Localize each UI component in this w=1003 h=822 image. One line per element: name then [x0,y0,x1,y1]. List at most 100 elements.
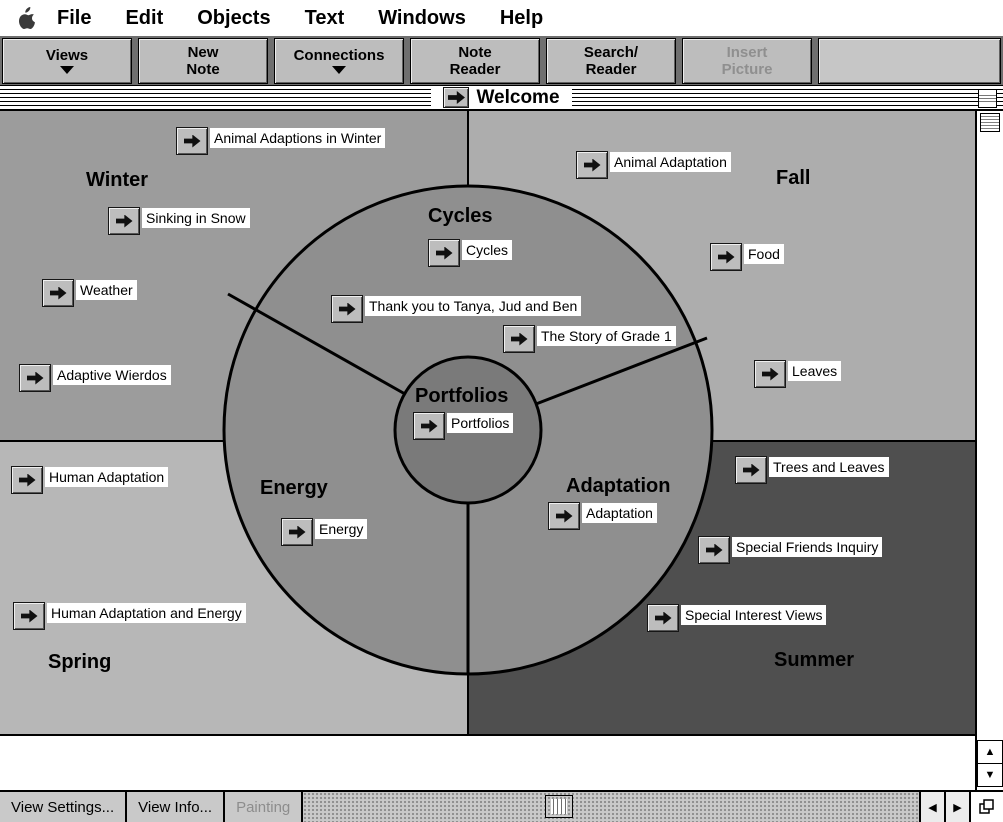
grow-box[interactable] [971,792,1003,822]
new-note-label-line1: New [187,43,219,61]
note-arrow-icon[interactable] [710,243,742,271]
view-canvas[interactable]: Winter Fall Cycles Portfolios Energy Ada… [0,111,975,736]
note-arrow-icon[interactable] [19,364,51,392]
note-label[interactable]: Human Adaptation [45,467,169,487]
note-weather[interactable]: Weather [42,279,137,307]
note-special-friends-inquiry[interactable]: Special Friends Inquiry [698,536,883,564]
note-label[interactable]: Sinking in Snow [142,208,250,228]
note-arrow-icon[interactable] [548,502,580,530]
note-label[interactable]: Special Friends Inquiry [732,537,883,557]
note-leaves[interactable]: Leaves [754,360,842,388]
scroll-down-button[interactable]: ▼ [977,763,1003,787]
note-reader-label-line2: Reader [449,60,501,78]
note-reader-label-line1: Note [458,43,492,61]
region-label-fall: Fall [776,167,811,189]
note-portfolios[interactable]: Portfolios [413,412,514,440]
view-settings-button[interactable]: View Settings... [0,792,128,822]
note-energy[interactable]: Energy [281,518,368,546]
note-cycles[interactable]: Cycles [428,239,513,267]
note-animal-adaptation[interactable]: Animal Adaptation [576,151,731,179]
vertical-scrollbar-thumb[interactable] [980,113,1000,132]
sector-divider-right [535,336,708,406]
menu-windows[interactable]: Windows [378,6,466,29]
toolbar-filler-panel [818,37,1001,84]
note-label[interactable]: Portfolios [447,413,514,433]
note-label[interactable]: Special Interest Views [681,605,827,625]
resize-icon [979,799,994,814]
note-label[interactable]: Leaves [788,361,842,381]
note-label[interactable]: Adaptation [582,503,657,523]
note-label[interactable]: Animal Adaptation [610,152,731,172]
note-arrow-icon[interactable] [503,325,535,353]
note-animal-adaptions-in-winter[interactable]: Animal Adaptions in Winter [176,127,386,155]
note-label[interactable]: Energy [315,519,368,539]
note-arrow-icon[interactable] [647,604,679,632]
views-button-label: Views [45,47,89,64]
note-arrow-icon[interactable] [13,602,45,630]
note-arrow-icon[interactable] [42,279,74,307]
view-info-button[interactable]: View Info... [127,792,226,822]
note-trees-and-leaves[interactable]: Trees and Leaves [735,456,889,484]
note-arrow-icon[interactable] [108,207,140,235]
region-label-spring: Spring [48,651,112,673]
region-label-energy: Energy [260,477,328,499]
horizontal-scrollbar-track[interactable] [303,792,921,822]
note-label[interactable]: Human Adaptation and Energy [47,603,246,623]
note-label[interactable]: Trees and Leaves [769,457,889,477]
note-sinking-in-snow[interactable]: Sinking in Snow [108,207,250,235]
insert-picture-button[interactable]: Insert Picture [682,37,812,84]
note-arrow-icon[interactable] [281,518,313,546]
horizontal-scrollbar-thumb[interactable] [545,795,574,818]
note-arrow-icon[interactable] [176,127,208,155]
note-special-interest-views[interactable]: Special Interest Views [647,604,827,632]
note-arrow-icon[interactable] [754,360,786,388]
menu-edit[interactable]: Edit [125,6,164,29]
note-arrow-icon[interactable] [698,536,730,564]
note-food[interactable]: Food [710,243,784,271]
note-arrow-icon[interactable] [331,295,363,323]
note-label[interactable]: Animal Adaptions in Winter [210,128,386,148]
region-label-summer: Summer [774,649,855,671]
note-human-adaptation-and-energy[interactable]: Human Adaptation and Energy [13,602,246,630]
note-label[interactable]: Adaptive Wierdos [53,365,171,385]
menu-help[interactable]: Help [499,6,544,29]
insert-picture-label-line1: Insert [726,43,768,61]
scroll-left-button[interactable]: ◀ [921,792,946,822]
sector-divider-left [227,292,406,396]
new-note-button[interactable]: New Note [138,37,268,84]
window-title: Welcome [476,86,560,108]
note-label[interactable]: Thank you to Tanya, Jud and Ben [365,296,582,316]
note-arrow-icon[interactable] [735,456,767,484]
note-label[interactable]: Food [744,244,784,264]
note-label[interactable]: The Story of Grade 1 [537,326,676,346]
toolbar: Views New Note Connections Note Reader S… [0,36,1003,86]
note-arrow-icon[interactable] [576,151,608,179]
apple-menu-icon[interactable] [16,6,36,30]
region-label-cycles: Cycles [428,205,493,227]
note-label[interactable]: Weather [76,280,137,300]
menu-file[interactable]: File [57,6,92,29]
windowshade-box[interactable] [978,89,997,108]
note-reader-button[interactable]: Note Reader [410,37,540,84]
note-adaptive-wierdos[interactable]: Adaptive Wierdos [19,364,171,392]
vertical-scrollbar[interactable]: ▲ ▼ [975,111,1003,790]
insert-picture-label-line2: Picture [721,60,773,78]
scroll-up-button[interactable]: ▲ [977,740,1003,764]
note-adaptation[interactable]: Adaptation [548,502,657,530]
search-reader-button[interactable]: Search/ Reader [546,37,676,84]
views-button[interactable]: Views [2,37,132,84]
connections-button[interactable]: Connections [274,37,404,84]
note-arrow-icon[interactable] [428,239,460,267]
menu-text[interactable]: Text [304,6,345,29]
painting-button[interactable]: Painting [225,792,304,822]
note-label[interactable]: Cycles [462,240,513,260]
note-human-adaptation[interactable]: Human Adaptation [11,466,169,494]
menu-objects[interactable]: Objects [197,6,271,29]
note-arrow-icon[interactable] [11,466,43,494]
note-story-of-grade-1[interactable]: The Story of Grade 1 [503,325,676,353]
note-thank-you[interactable]: Thank you to Tanya, Jud and Ben [331,295,582,323]
connections-button-label: Connections [293,47,385,64]
note-arrow-icon[interactable] [413,412,445,440]
window-title-bar[interactable]: Welcome [0,86,1003,111]
scroll-right-button[interactable]: ▶ [946,792,971,822]
